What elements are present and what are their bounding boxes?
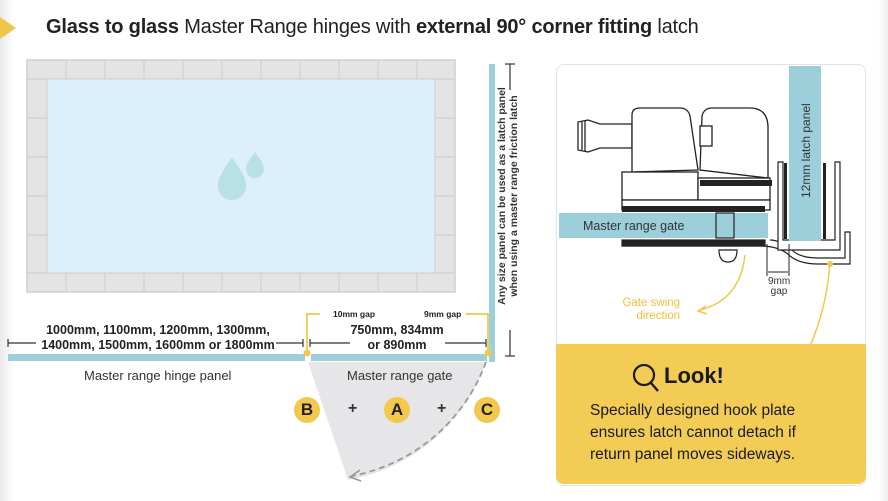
title-regular-1: Master Range hinges with — [184, 16, 411, 38]
water-drops-icon — [218, 152, 264, 200]
gate-sizes: 750mm, 834mm or 890mm — [348, 323, 446, 353]
background-edge-left — [0, 0, 14, 501]
gap-label-line1: 9mm — [768, 276, 791, 287]
gap-dot-right — [484, 349, 492, 357]
callout-line1: Specially designed hook plate — [590, 402, 796, 419]
hinge-panel-dimension — [7, 339, 487, 347]
swing-pointer — [699, 254, 746, 311]
gap-callouts — [306, 313, 489, 352]
detail-gap-label: 9mm gap — [768, 277, 790, 297]
gate-sizes-line2: or 890mm — [367, 338, 427, 352]
hinge-sizes-line2: 1400mm, 1500mm, 1600mm or 1800mm — [41, 338, 275, 352]
gap-label-line2: gap — [770, 286, 788, 297]
callout-line2: ensures latch cannot detach if — [590, 424, 796, 441]
plus-sign-2: + — [437, 400, 447, 417]
marker-c: C — [474, 397, 500, 423]
callout-line3: return panel moves sideways. — [590, 446, 796, 463]
marker-b: B — [294, 397, 320, 423]
title-arrow-icon — [0, 17, 16, 39]
hinge-panel-label: Master range hinge panel — [84, 368, 232, 383]
pool — [26, 59, 456, 293]
title-bold-1: Glass to glass — [46, 16, 179, 38]
gap-left-label: 10mm gap — [333, 309, 376, 319]
hinge-body-right — [699, 107, 769, 179]
latch-channel — [777, 161, 841, 251]
gate-glass — [311, 354, 487, 361]
callout-text: Specially designed hook plate ensures la… — [590, 400, 796, 466]
swing-label-line2: direction — [636, 310, 680, 322]
title-regular-2: latch — [657, 16, 699, 38]
gate-swing-arc — [351, 361, 487, 477]
gap-right-label: 9mm gap — [424, 309, 462, 319]
gasket-top — [622, 206, 765, 212]
title-bold-2: external 90° corner fitting — [415, 16, 652, 38]
gate-sizes-line1: 750mm, 834mm — [350, 323, 444, 337]
gate-label: Master range gate — [347, 368, 453, 383]
hinge-body-left — [631, 107, 699, 173]
hinge-panel-sizes: 1000mm, 1100mm, 1200mm, 1300mm, 1400mm, … — [40, 323, 276, 353]
latch-panel-glass — [489, 64, 495, 362]
latch-glass-detail — [789, 66, 821, 241]
swing-label-line1: Gate swing — [622, 297, 680, 309]
latch-panel-dimension — [505, 63, 515, 357]
gate-glass-detail — [559, 213, 768, 238]
gap-dot-left — [303, 349, 311, 357]
marker-a: A — [384, 397, 410, 423]
plus-sign-1: + — [348, 400, 358, 417]
gap-dimension — [766, 244, 790, 276]
swing-direction-label: Gate swing direction — [614, 297, 680, 323]
seal-strip — [700, 180, 772, 186]
look-callout — [556, 344, 866, 484]
callout-title: Look! — [664, 363, 724, 388]
hook-pointer — [809, 263, 831, 347]
background-edge-right — [878, 0, 888, 501]
swing-arrow-icon — [348, 469, 362, 482]
page-title: Glass to glass Master Range hinges with … — [46, 16, 699, 39]
hinge-sizes-line1: 1000mm, 1100mm, 1200mm, 1300mm, — [46, 323, 270, 337]
hinge-panel-glass — [8, 354, 305, 361]
detail-gate-label: Master range gate — [583, 219, 685, 233]
